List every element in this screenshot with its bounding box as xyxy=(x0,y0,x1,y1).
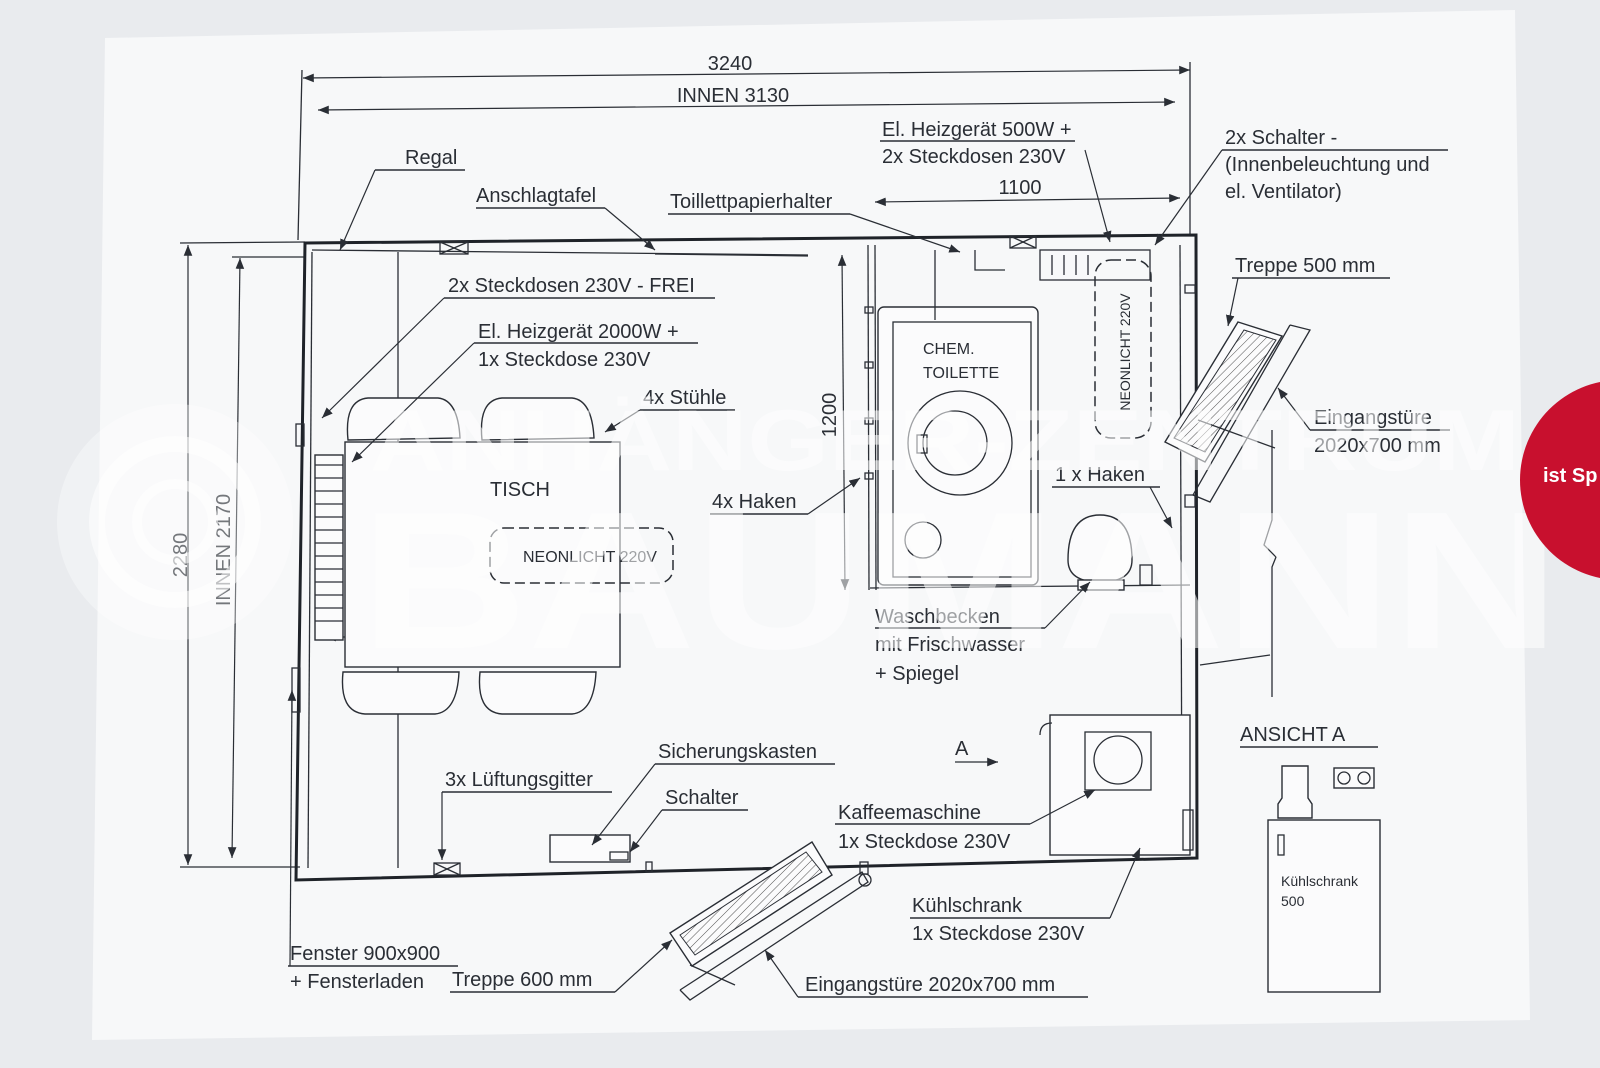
callout-regal: Regal xyxy=(339,147,465,251)
label-schalter: Schalter xyxy=(665,787,739,809)
neon-light-table-label: NEONLICHT 220V xyxy=(523,549,657,566)
chairs xyxy=(341,397,597,715)
label-haken-4x: 4x Haken xyxy=(712,491,797,513)
callout-kuehlschrank: Kühlschrank 1x Steckdose 230V xyxy=(910,847,1141,945)
label-waschbecken-1: Waschbecken xyxy=(875,606,1000,628)
neon-light-wc-label: NEONLICHT 220V xyxy=(1117,293,1133,411)
dim-wc-height: 1200 xyxy=(819,393,841,438)
callout-waschbecken: Waschbecken mit Frischwasser + Spiegel xyxy=(875,581,1091,685)
dim-outer-width: 3240 xyxy=(708,53,753,75)
label-schalter-2x-1: 2x Schalter - xyxy=(1225,127,1337,149)
callout-sicherungskasten: Sicherungskasten xyxy=(591,741,835,846)
label-fenster-2: + Fensterladen xyxy=(290,971,424,993)
coffee-cabinet xyxy=(1039,714,1194,856)
label-steckdosen-frei: 2x Steckdosen 230V - FREI xyxy=(448,275,695,297)
label-waschbecken-2: mit Frischwasser xyxy=(875,634,1025,656)
view-a-fridge: ANSICHT A Kühlschrank 500 xyxy=(1240,724,1381,993)
wc-room: CHEM. TOILETTE NEONLICHT 220V xyxy=(864,249,1153,591)
label-eingangstuere-right-2: 2020x700 mm xyxy=(1314,435,1441,457)
heater-radiator xyxy=(314,454,344,641)
table: TISCH NEONLICHT 220V xyxy=(344,441,674,668)
label-kuehlschrank-1: Kühlschrank xyxy=(912,895,1023,917)
watermark: ANHÄNGER-ZENTRUM BAUMANN xyxy=(57,393,1560,690)
callout-treppe-500: Treppe 500 mm xyxy=(1225,255,1390,327)
chem-toilet-label-1: CHEM. xyxy=(923,341,975,358)
dim-inner-width: INNEN 3130 xyxy=(677,85,789,107)
callout-lueftungsgitter: 3x Lüftungsgitter xyxy=(437,769,612,860)
label-treppe-500: Treppe 500 mm xyxy=(1235,255,1375,277)
callout-toilettpapier: Toillettpapierhalter xyxy=(668,191,961,253)
callout-stuehle: 4x Stühle xyxy=(604,387,735,433)
label-heizgeraet-500-1: El. Heizgerät 500W + xyxy=(882,119,1072,141)
red-sticker: ist Sp xyxy=(1520,382,1600,578)
label-kaffeemaschine-2: 1x Steckdose 230V xyxy=(838,831,1011,853)
label-schalter-2x-2: (Innenbeleuchtung und xyxy=(1225,154,1430,176)
callout-haken-4x: 4x Haken xyxy=(710,477,861,515)
label-regal: Regal xyxy=(405,147,457,169)
label-kuehlschrank-2: 1x Steckdose 230V xyxy=(912,923,1085,945)
label-waschbecken-3: + Spiegel xyxy=(875,663,959,685)
label-treppe-600: Treppe 600 mm xyxy=(452,969,592,991)
callout-schalter-2x: 2x Schalter - (Innenbeleuchtung und el. … xyxy=(1154,127,1448,246)
view-a-title: ANSICHT A xyxy=(1240,724,1346,746)
callout-haken-1x: 1 x Haken xyxy=(1052,464,1173,529)
callout-fenster: Fenster 900x900 + Fensterladen xyxy=(287,689,458,993)
watermark-line-2: BAUMANN xyxy=(360,471,1560,690)
label-schalter-2x-3: el. Ventilator) xyxy=(1225,181,1342,203)
neon-light-table xyxy=(489,527,674,584)
callout-schalter: Schalter xyxy=(629,787,748,853)
label-heizgeraet-2000-1: El. Heizgerät 2000W + xyxy=(478,321,679,343)
entrance-door-bottom xyxy=(669,841,872,1001)
red-sticker-text: ist Sp xyxy=(1543,465,1597,487)
callout-eingangstuere-right: Eingangstüre 2020x700 mm xyxy=(1277,387,1450,457)
callout-steckdosen-frei: 2x Steckdosen 230V - FREI xyxy=(321,275,715,419)
callout-anschlagtafel: Anschlagtafel xyxy=(476,185,809,257)
callout-heizgeraet-500: El. Heizgerät 500W + 2x Steckdosen 230V xyxy=(880,119,1112,243)
label-heizgeraet-500-2: 2x Steckdosen 230V xyxy=(882,146,1066,168)
chem-toilet-label-2: TOILETTE xyxy=(923,365,999,382)
dim-wc-width: 1100 xyxy=(998,177,1041,199)
fridge-box-label-1: Kühlschrank xyxy=(1281,873,1359,889)
watermark-line-1: ANHÄNGER-ZENTRUM xyxy=(370,393,1520,489)
label-sicherungskasten: Sicherungskasten xyxy=(658,741,817,763)
neon-light-wc xyxy=(1094,259,1152,439)
label-heizgeraet-2000-2: 1x Steckdose 230V xyxy=(478,349,651,371)
table-label: TISCH xyxy=(490,479,550,501)
callout-treppe-600: Treppe 600 mm xyxy=(450,939,673,993)
callout-eingangstuere-bottom: Eingangstüre 2020x700 mm xyxy=(764,949,1088,998)
entrance-door-right xyxy=(1164,284,1311,697)
label-toilettpapierhalter: Toillettpapierhalter xyxy=(670,191,833,213)
callout-heizgeraet-2000: El. Heizgerät 2000W + 1x Steckdose 230V xyxy=(351,321,698,463)
fuse-box xyxy=(549,834,653,873)
fridge-box-label-2: 500 xyxy=(1281,893,1305,909)
label-haken-1x: 1 x Haken xyxy=(1055,464,1145,486)
callout-kaffeemaschine: Kaffeemaschine 1x Steckdose 230V xyxy=(835,789,1096,853)
view-a-marker: A xyxy=(955,738,969,760)
label-fenster-1: Fenster 900x900 xyxy=(290,943,440,965)
label-lueftungsgitter: 3x Lüftungsgitter xyxy=(445,769,593,791)
label-eingangstuere-bottom: Eingangstüre 2020x700 mm xyxy=(805,974,1055,996)
label-eingangstuere-right-1: Eingangstüre xyxy=(1314,407,1432,429)
label-stuehle: 4x Stühle xyxy=(643,387,726,409)
label-anschlagtafel: Anschlagtafel xyxy=(476,185,596,207)
label-kaffeemaschine-1: Kaffeemaschine xyxy=(838,802,981,824)
